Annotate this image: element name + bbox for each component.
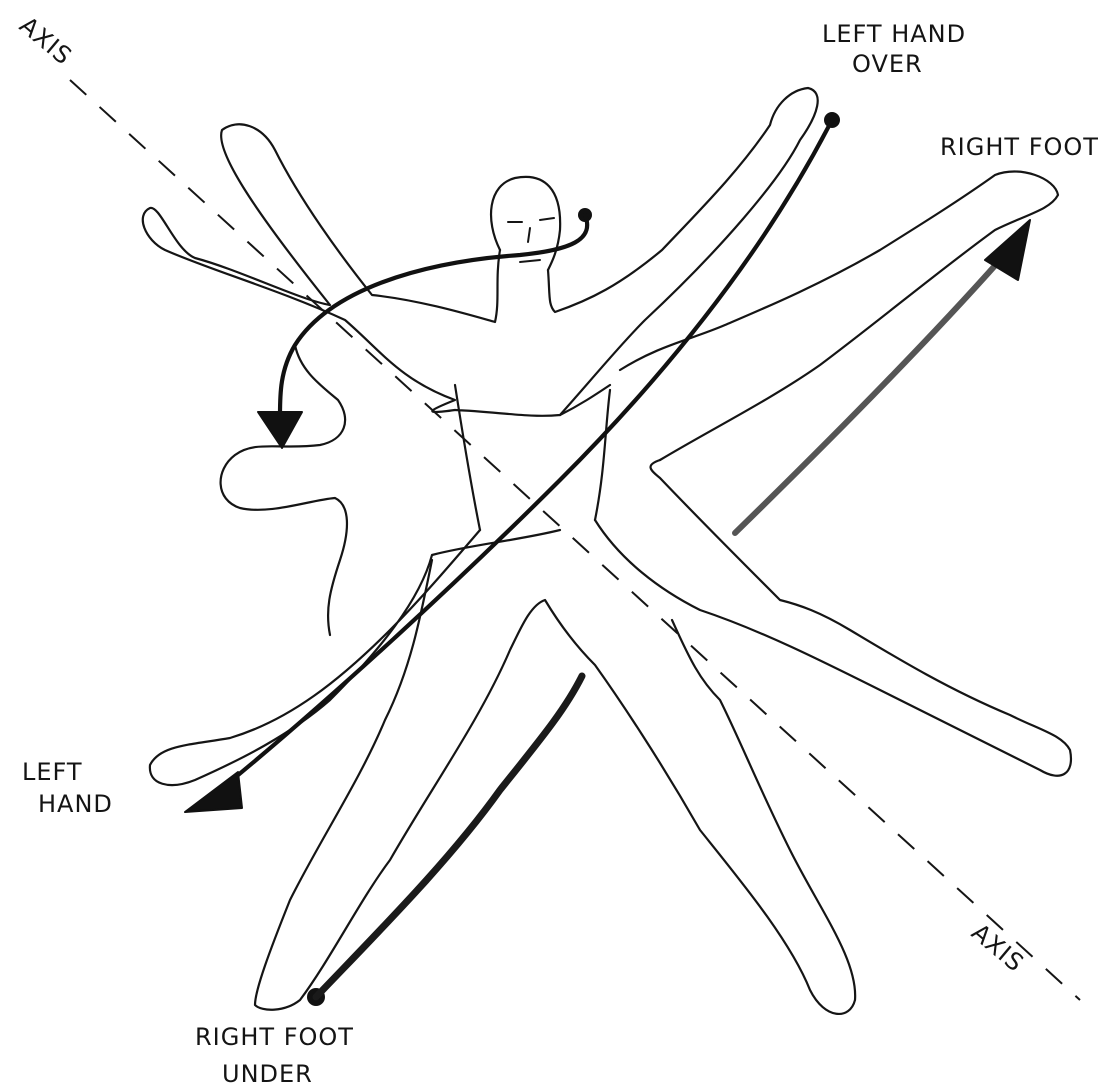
left-hand-blob-outline bbox=[221, 345, 347, 635]
curved-left-hand-arrow bbox=[280, 215, 587, 415]
legs-outline bbox=[255, 560, 855, 1014]
upper-arms-outline bbox=[143, 124, 500, 412]
figure-outline bbox=[143, 88, 1071, 1014]
axis-label-bottom: AXIS bbox=[966, 918, 1029, 977]
right-foot-arrow bbox=[735, 260, 1000, 533]
left-hand-arrow-head bbox=[185, 772, 242, 812]
label-left-hand-over-line2: OVER bbox=[852, 50, 923, 78]
label-left-hand-over-line1: LEFT HAND bbox=[822, 20, 966, 48]
axis-line bbox=[70, 80, 1080, 1000]
label-right-foot-under-line2: UNDER bbox=[222, 1060, 313, 1088]
label-left-hand-line2: HAND bbox=[38, 790, 113, 818]
right-foot-under-arrow bbox=[316, 676, 582, 997]
right-arm-outline bbox=[548, 88, 818, 415]
label-right-foot: RIGHT FOOT bbox=[940, 133, 1099, 161]
curved-arrow-head bbox=[258, 412, 302, 448]
face-eyes bbox=[508, 218, 554, 222]
label-right-foot-under-line1: RIGHT FOOT bbox=[195, 1023, 354, 1051]
axis-label-top: AXIS bbox=[14, 11, 77, 70]
label-left-hand-line1: LEFT bbox=[22, 758, 83, 786]
right-leg-outline bbox=[595, 460, 1071, 776]
right-foot-limb-outline bbox=[620, 172, 1058, 460]
left-lower-limb-outline bbox=[150, 530, 560, 785]
face-mouth bbox=[520, 260, 540, 262]
face-nose bbox=[528, 228, 530, 242]
